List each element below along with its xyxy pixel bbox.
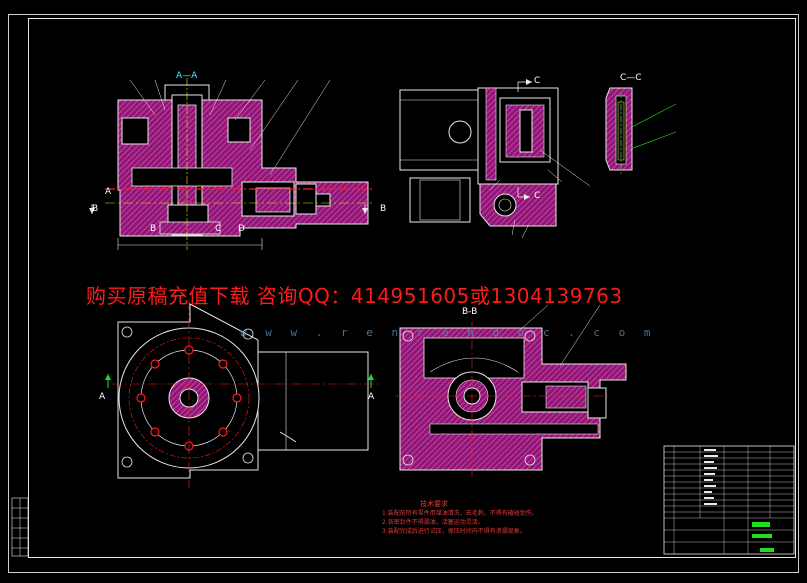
section-marker-a-front-left: A	[99, 392, 106, 402]
technical-requirements: 技术要求 1.装配前所有零件用煤油清洗，去毛刺，不得有磕碰划伤。 2.各密封件不…	[382, 500, 538, 536]
section-marker-a-front-right: A	[368, 392, 375, 402]
section-marker-b-right: B	[380, 204, 387, 214]
view-section-cc	[605, 87, 677, 174]
section-label-bb: B-B	[462, 307, 478, 317]
tech-requirements-title: 技术要求	[420, 500, 448, 508]
section-marker-c-bottom: C	[215, 224, 222, 234]
sheet-outer-border	[8, 14, 799, 573]
section-marker-b-bottom: B	[150, 224, 157, 234]
view-section-bb	[395, 304, 627, 476]
tech-requirement-line: 3.装配完成后进行试压，保压时间内不得有渗漏现象。	[382, 528, 526, 535]
view-section-aa	[89, 78, 372, 250]
title-block	[663, 445, 795, 555]
revision-strip	[11, 497, 29, 557]
sheet-inner-border	[28, 18, 796, 558]
section-label-aa: A—A	[176, 71, 198, 81]
watermark-text: 购买原稿充值下载 咨询QQ：414951605或1304139763	[86, 284, 623, 308]
section-marker-c-top: C	[534, 76, 541, 86]
view-front	[105, 300, 380, 488]
section-marker-a-left: A	[105, 187, 112, 197]
view-side-c	[399, 79, 591, 239]
watermark-url: w w w . r e n r e n d o c . c o m	[240, 326, 657, 339]
section-marker-c-lower: C	[534, 191, 541, 201]
tech-requirement-line: 2.各密封件不得漏油，活塞运动灵活。	[382, 519, 484, 526]
section-marker-b-left: B	[92, 204, 99, 214]
section-label-cc: C—C	[620, 73, 642, 83]
section-marker-d-bottom: D	[238, 224, 245, 234]
tech-requirement-line: 1.装配前所有零件用煤油清洗，去毛刺，不得有磕碰划伤。	[382, 510, 538, 517]
